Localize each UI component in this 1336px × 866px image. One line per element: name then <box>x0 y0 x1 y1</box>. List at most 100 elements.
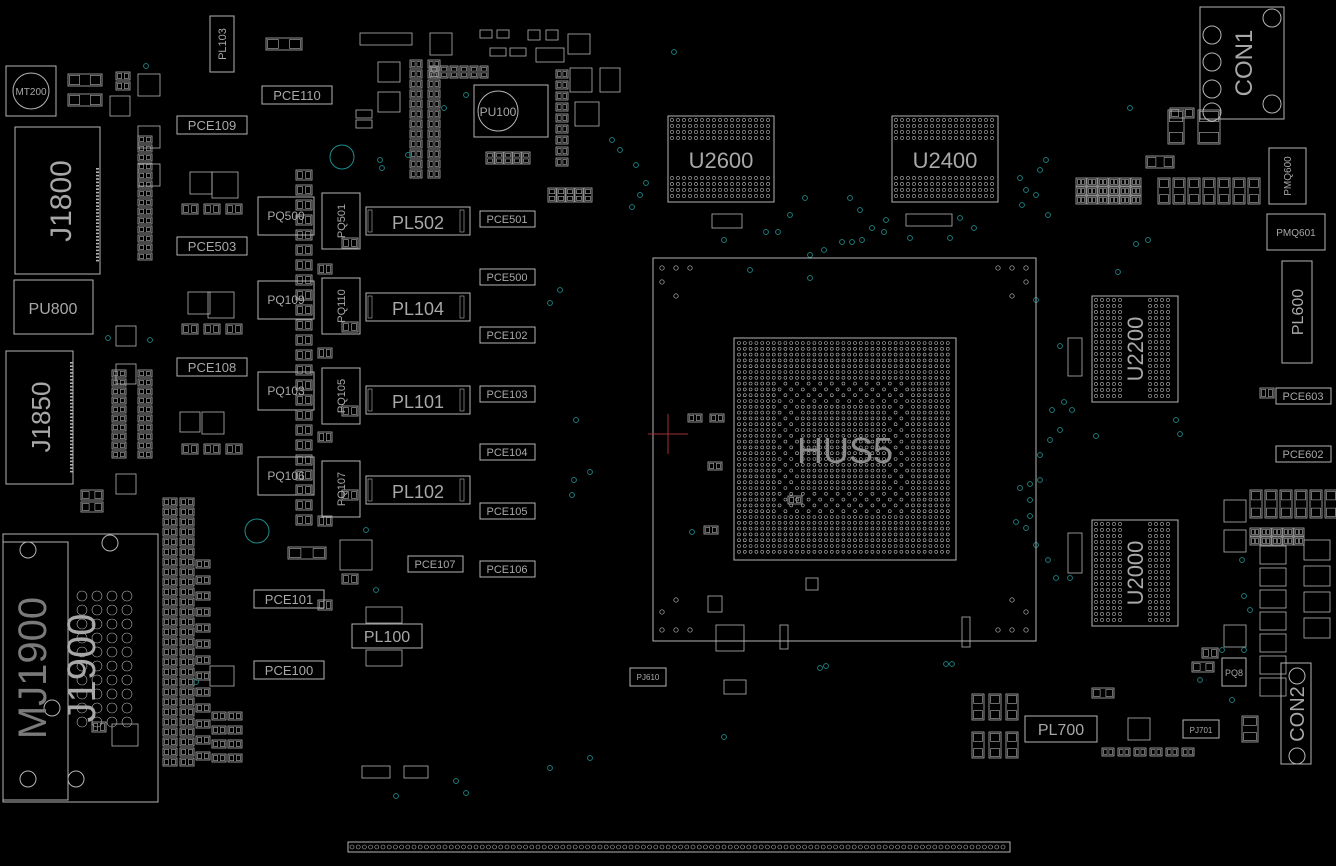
mosfet-pq107[interactable] <box>321 460 361 518</box>
passive-component <box>179 707 195 717</box>
bga-pad-cpu <box>858 352 863 357</box>
bga-pad-u2600 <box>730 176 734 180</box>
capacitor-pce101[interactable] <box>253 589 325 609</box>
capacitor-pce108[interactable] <box>176 357 248 377</box>
edge-connector[interactable] <box>347 841 1011 853</box>
bga-pad-cpu <box>824 341 828 345</box>
capacitor-pce602[interactable] <box>1275 445 1332 463</box>
passive-component-pad <box>188 509 193 515</box>
mosfet-pq110[interactable] <box>321 277 361 335</box>
capacitor-pce603[interactable] <box>1275 387 1332 405</box>
via-hole <box>147 337 153 343</box>
passive-component <box>1091 687 1115 699</box>
bga-pad-cpu <box>742 462 747 467</box>
capacitor-pce110[interactable] <box>261 85 333 105</box>
bga-pad-cpu <box>934 515 939 519</box>
mosfet-pq109[interactable] <box>257 280 315 320</box>
passive-component-pad <box>164 719 169 725</box>
passive-component <box>555 135 569 145</box>
capacitor-pce501[interactable] <box>479 210 536 228</box>
passive-component-pad <box>305 186 311 194</box>
bga-pad-cpu <box>829 445 834 450</box>
memory-chip-u2200[interactable] <box>1091 295 1179 403</box>
via-hole <box>817 665 823 671</box>
bga-pad-cpu <box>829 410 834 415</box>
bga-pad-cpu <box>760 497 765 502</box>
passive-component-pad <box>146 209 151 214</box>
part-mt200[interactable] <box>5 65 57 117</box>
capacitor-pce107[interactable] <box>407 555 464 573</box>
label-pl100: PL100 <box>364 629 410 646</box>
bga-pad-cpu <box>870 352 875 357</box>
jumper-pj610[interactable] <box>629 667 667 687</box>
capacitor-pce100[interactable] <box>253 660 325 680</box>
mosfet-pmq600[interactable] <box>1268 147 1307 205</box>
inductor-pl502[interactable] <box>365 206 471 236</box>
connector-pin-j1900 <box>76 604 88 616</box>
inductor-pl104[interactable] <box>365 292 471 322</box>
mosfet-pq105[interactable] <box>321 367 361 425</box>
passive-component <box>317 263 333 275</box>
cpu-die-outline[interactable] <box>733 337 957 561</box>
inductor-pl600[interactable] <box>1281 260 1313 364</box>
transistor-pq8[interactable] <box>1221 657 1247 687</box>
bga-pad-u2600 <box>748 124 752 128</box>
bga-pad-cpu <box>858 375 863 380</box>
passive-component-pad <box>297 336 303 344</box>
inductor-pl103[interactable] <box>209 15 235 73</box>
bga-pad-cpu <box>899 346 904 351</box>
capacitor-pce103[interactable] <box>479 385 536 403</box>
passive-component-pad <box>297 366 303 374</box>
bga-pad-cpu <box>858 341 863 345</box>
capacitor-pce503[interactable] <box>176 236 248 256</box>
inductor-pl100[interactable] <box>351 623 423 649</box>
inductor-pl102[interactable] <box>365 475 471 505</box>
mosfet-pq500[interactable] <box>257 196 315 236</box>
mosfet-pq106[interactable] <box>257 456 315 496</box>
bga-pad-cpu <box>841 538 846 543</box>
bga-pad-cpu <box>760 480 765 485</box>
inductor-pl101[interactable] <box>365 385 471 415</box>
inductor-pu800[interactable] <box>13 279 94 335</box>
bga-pad-u2200 <box>1166 382 1170 386</box>
passive-component <box>162 647 178 657</box>
inductor-pl700[interactable] <box>1024 715 1098 743</box>
capacitor-pce109[interactable] <box>176 115 248 135</box>
passive-component-pad <box>557 104 562 110</box>
capacitor-pce104[interactable] <box>479 443 536 461</box>
connector-j1800[interactable] <box>14 126 101 275</box>
mosfet-pq501[interactable] <box>321 192 361 250</box>
capacitor-pce500[interactable] <box>479 268 536 286</box>
bga-pad-cpu <box>748 451 753 456</box>
connector-con1[interactable] <box>1199 6 1285 120</box>
memory-chip-u2400[interactable] <box>891 115 999 203</box>
bga-pad-cpu <box>754 486 759 490</box>
bga-pad-cpu <box>876 375 881 380</box>
passive-component-pad <box>434 161 439 167</box>
bga-pad-cpu <box>887 346 892 351</box>
mosfet-pmq601[interactable] <box>1266 213 1326 251</box>
bga-pad-cpu <box>905 341 910 345</box>
mosfet-pq103[interactable] <box>257 371 315 411</box>
capacitor-pce106[interactable] <box>479 560 536 578</box>
bga-pad-cpu <box>922 457 927 461</box>
bga-pad-cpu <box>737 410 741 415</box>
bga-pad-u2000 <box>1160 606 1164 610</box>
bga-pad-cpu <box>905 422 910 427</box>
capacitor-pce105[interactable] <box>479 502 536 520</box>
memory-chip-u2600[interactable] <box>667 115 775 203</box>
memory-chip-u2000[interactable] <box>1091 519 1179 627</box>
regulator-pu100[interactable] <box>473 84 549 138</box>
bga-pad-cpu <box>742 480 747 485</box>
connector-j1850[interactable] <box>5 350 74 485</box>
bga-pad-cpu <box>928 341 933 345</box>
capacitor-pce102[interactable] <box>479 326 536 344</box>
passive-component-pad <box>171 639 176 645</box>
bga-pad-cpu <box>835 370 840 374</box>
bga-pad-cpu <box>789 375 794 380</box>
bga-pad-u2400 <box>936 188 940 192</box>
jumper-pj701[interactable] <box>1182 719 1220 739</box>
passive-component-pad <box>434 171 439 177</box>
cpu-package-outline[interactable] <box>652 257 1037 642</box>
bga-pad-cpu <box>887 428 892 432</box>
